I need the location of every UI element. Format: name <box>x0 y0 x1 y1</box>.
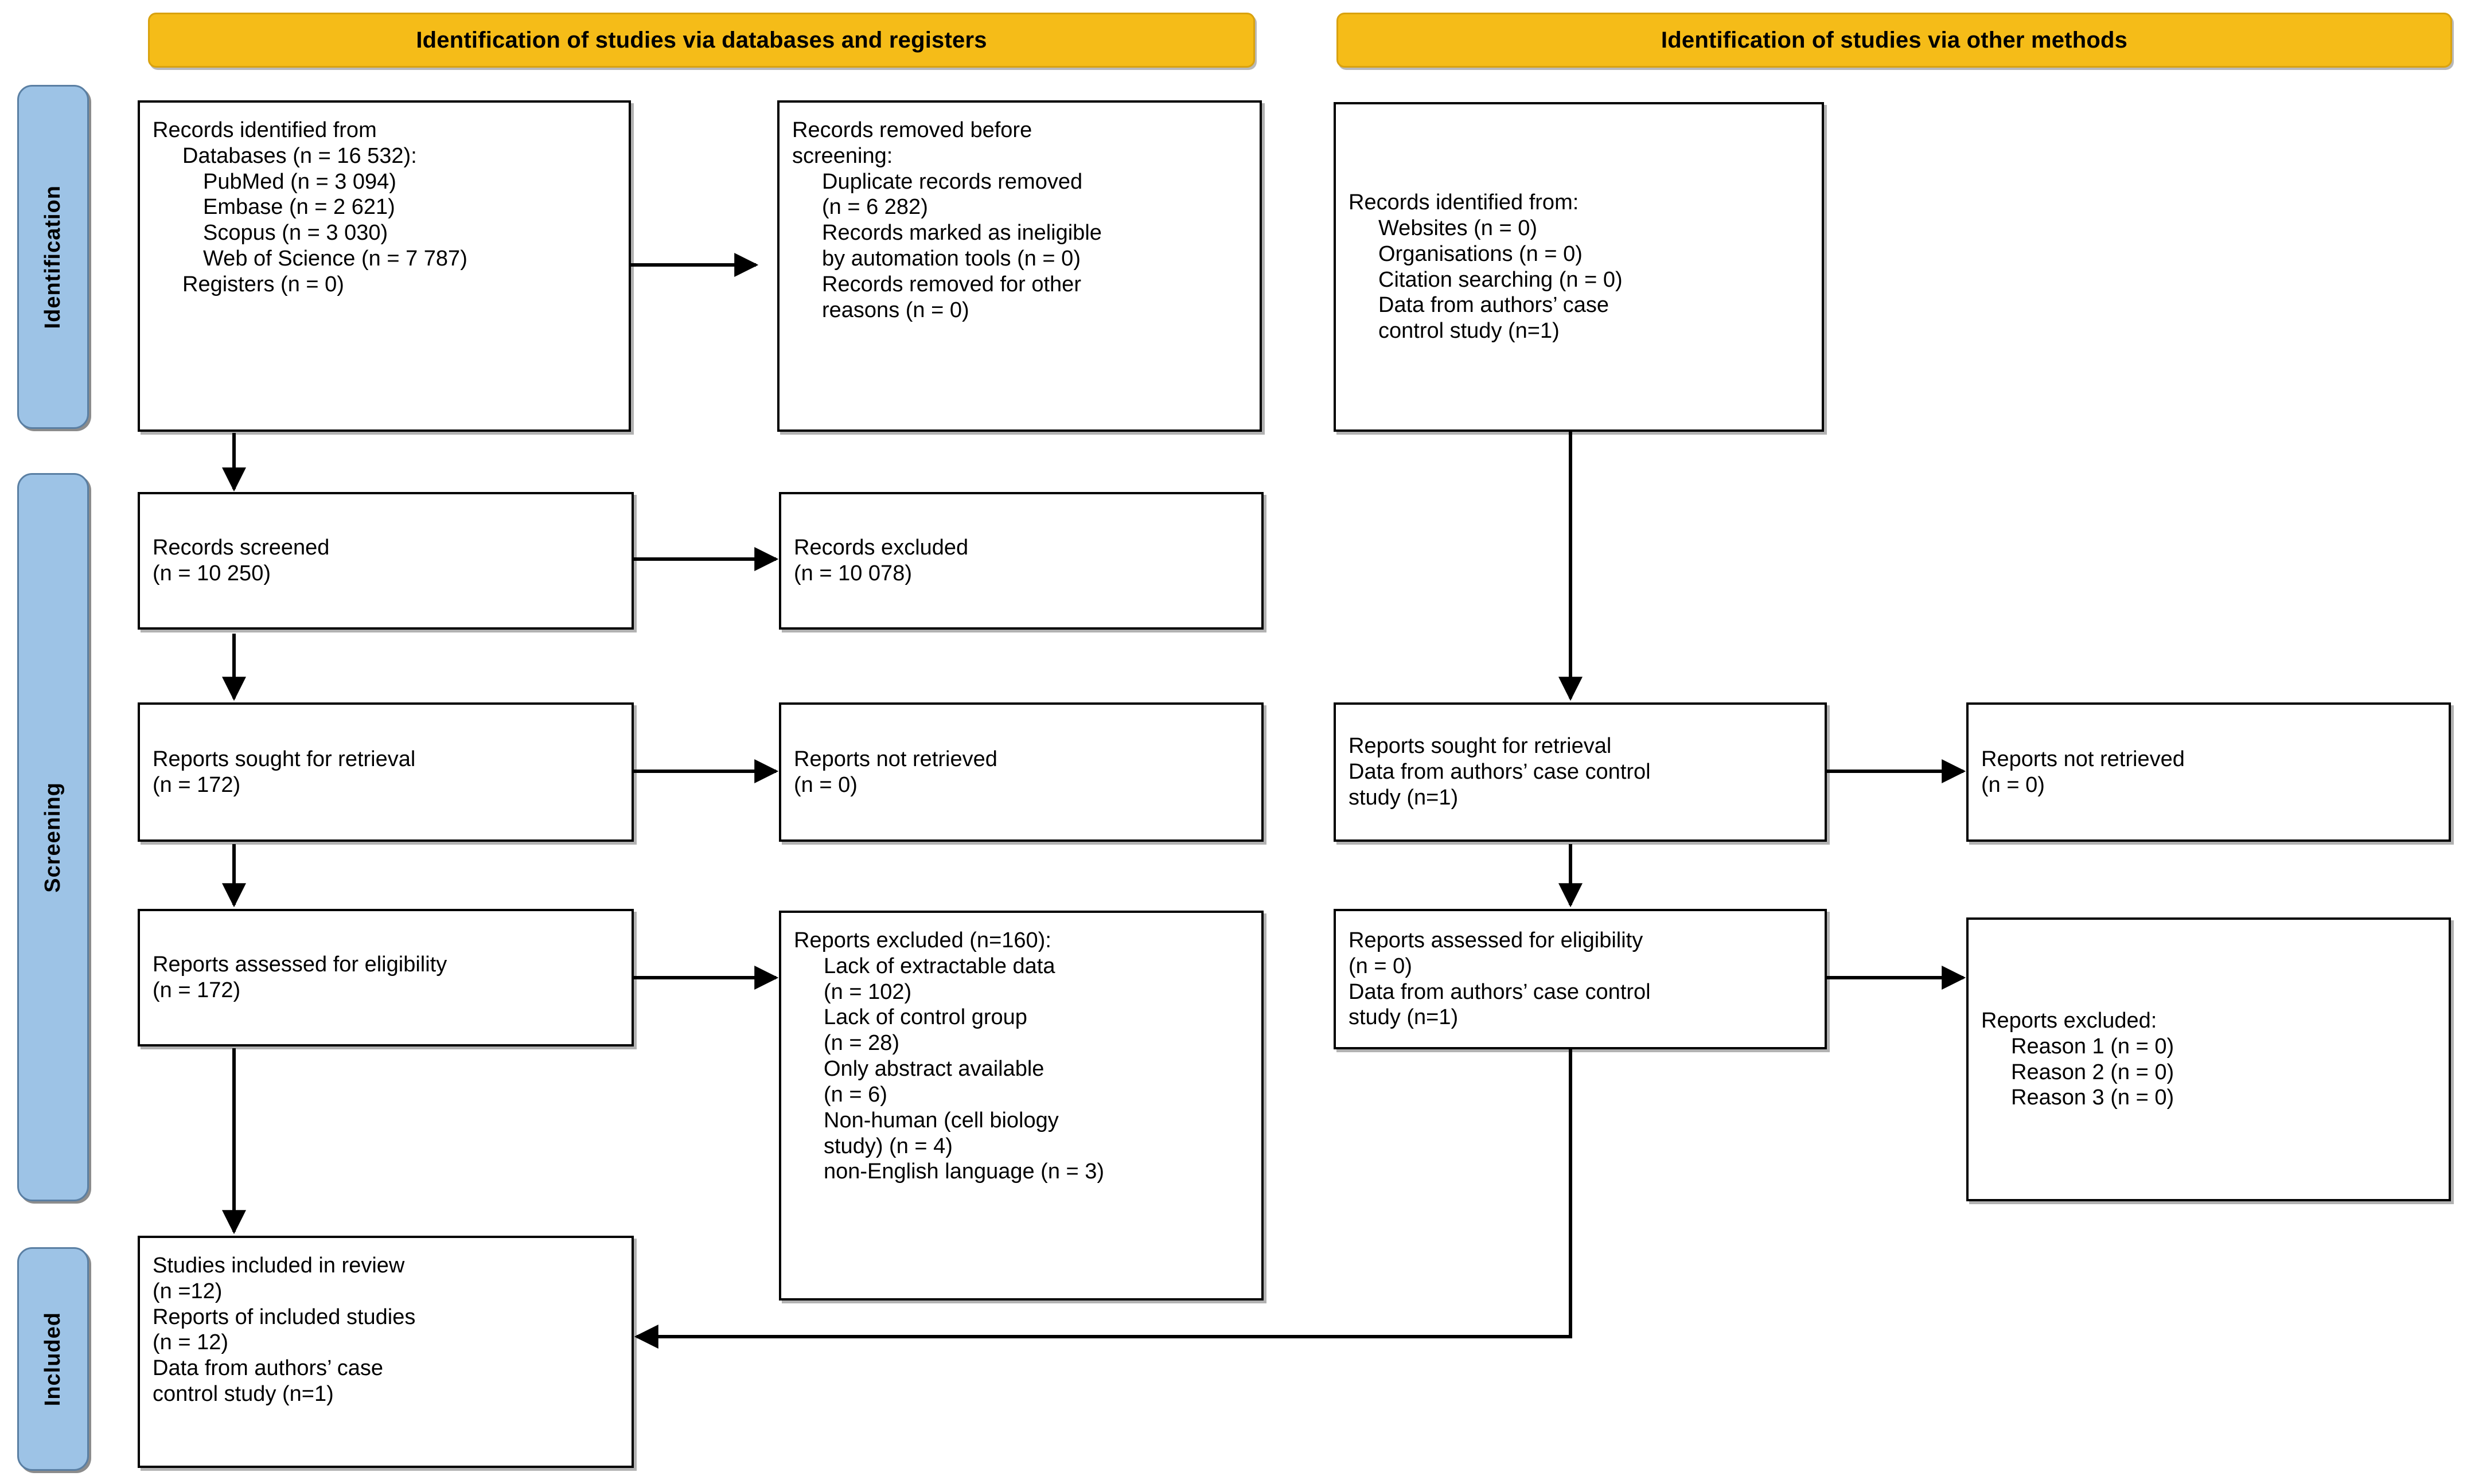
box-line: (n = 172) <box>153 772 241 797</box>
box-line: (n = 10 250) <box>153 561 271 585</box>
box-line: (n = 28) <box>824 1031 900 1056</box>
box-line: Duplicate records removed <box>822 169 1083 194</box>
box-line: Reports excluded (n=160): <box>794 928 1051 952</box>
box-line: (n = 172) <box>153 978 241 1002</box>
box-line: Reason 1 (n = 0) <box>2011 1034 2174 1059</box>
box-line-emphasis: screening <box>792 143 887 168</box>
box-line: Records marked as ineligible <box>822 221 1102 245</box>
box-reports-sought-for-retrieval: Reports sought for retrieval (n = 172) <box>138 702 634 842</box>
box-line: Websites (n = 0) <box>1378 216 1538 240</box>
box-records-identified-other-methods: Records identified from: Websites (n = 0… <box>1334 102 1824 432</box>
box-line: Non-human (cell biology <box>824 1108 1059 1132</box>
box-studies-included-in-review: Studies included in review (n =12) Repor… <box>138 1236 634 1468</box>
box-line: Data from authors’ case control <box>1349 760 1651 784</box>
box-line: Reports excluded: <box>1981 1008 2157 1033</box>
box-line: Web of Science (n = 7 787) <box>203 247 467 271</box>
banner-databases-label: Identification of studies via databases … <box>416 27 987 53</box>
box-line: study) (n = 4) <box>824 1134 953 1158</box>
box-line: Embase (n = 2 621) <box>203 195 395 220</box>
box-line: Lack of control group <box>824 1005 1027 1030</box>
box-line: (n = 0) <box>1981 772 2045 797</box>
box-line: Records screened <box>153 536 330 560</box>
box-line: Registers (n = 0) <box>182 272 344 296</box>
box-line: (n = 6) <box>824 1082 887 1107</box>
box-records-excluded: Records excluded (n = 10 078) <box>779 492 1264 630</box>
box-line: Reports not retrieved <box>1981 747 2185 771</box>
stage-tab-screening-label: Screening <box>41 782 65 893</box>
box-reports-excluded-other-methods: Reports excluded: Reason 1 (n = 0) Reaso… <box>1966 917 2451 1201</box>
box-line: Organisations (n = 0) <box>1378 241 1583 266</box>
box-line: Data from authors’ case <box>153 1356 383 1381</box>
stage-tab-identification-label: Identification <box>41 185 65 329</box>
box-line: (n = 10 078) <box>794 561 912 585</box>
box-line-emphasis: before <box>970 118 1032 142</box>
box-line: Reports sought for retrieval <box>1349 734 1612 759</box>
box-line: Records excluded <box>794 536 969 560</box>
box-line: (n = 102) <box>824 979 912 1004</box>
box-line: (n =12) <box>153 1279 223 1303</box>
box-line: (n = 0) <box>794 772 858 797</box>
box-line: Reason 3 (n = 0) <box>2011 1085 2174 1110</box>
box-line: Reports sought for retrieval <box>153 747 416 771</box>
box-line: (n = 6 282) <box>822 195 928 220</box>
stage-tab-included: Included <box>17 1247 89 1471</box>
box-reports-assessed-other-methods: Reports assessed for eligibility (n = 0)… <box>1334 909 1827 1049</box>
box-records-identified-databases: Records identified from Databases (n = 1… <box>138 100 631 432</box>
box-reports-sought-other-methods: Reports sought for retrieval Data from a… <box>1334 702 1827 842</box>
box-line: Databases (n = 16 532): <box>182 143 417 168</box>
box-line: Only abstract available <box>824 1057 1045 1081</box>
stage-tab-screening: Screening <box>17 473 89 1201</box>
stage-tab-identification: Identification <box>17 85 89 429</box>
box-line: (n = 12) <box>153 1330 229 1355</box>
box-records-removed-before-screening: Records removed before screening: Duplic… <box>777 100 1262 432</box>
box-line: Data from authors’ case control <box>1349 979 1651 1004</box>
box-line: Reports assessed for eligibility <box>153 952 447 977</box>
box-line: (n = 0) <box>1349 954 1412 978</box>
box-line: by automation tools (n = 0) <box>822 247 1081 271</box>
box-line: PubMed (n = 3 094) <box>203 169 396 194</box>
banner-databases: Identification of studies via databases … <box>148 13 1255 68</box>
box-line: non-English language (n = 3) <box>824 1159 1105 1184</box>
box-line: Records identified from: <box>1349 190 1579 215</box>
box-line: Reports of included studies <box>153 1305 416 1329</box>
box-line: study (n=1) <box>1349 785 1459 810</box>
box-line: Records removed for other <box>822 272 1081 296</box>
box-line: Records identified from <box>153 118 377 142</box>
box-line-text: : <box>886 143 893 168</box>
box-line: Reports assessed for eligibility <box>1349 928 1643 952</box>
box-reports-excluded-databases: Reports excluded (n=160): Lack of extrac… <box>779 911 1264 1301</box>
box-line: Scopus (n = 3 030) <box>203 221 388 245</box>
box-reports-assessed-for-eligibility: Reports assessed for eligibility (n = 17… <box>138 909 634 1046</box>
stage-tab-included-label: Included <box>41 1311 65 1407</box>
box-reports-not-retrieved: Reports not retrieved (n = 0) <box>779 702 1264 842</box>
banner-other-methods: Identification of studies via other meth… <box>1336 13 2452 68</box>
banner-other-methods-label: Identification of studies via other meth… <box>1661 27 2128 53</box>
box-line: Records removed before <box>792 118 1247 143</box>
box-line: Lack of extractable data <box>824 954 1055 978</box>
box-line: control study (n=1) <box>153 1382 334 1407</box>
box-line: screening: <box>792 143 1247 169</box>
box-line: Data from authors’ case <box>1378 293 1609 318</box>
box-line: Studies included in review <box>153 1253 405 1278</box>
box-line: reasons (n = 0) <box>822 298 969 322</box>
box-line: Reason 2 (n = 0) <box>2011 1060 2174 1084</box>
box-line: Citation searching (n = 0) <box>1378 267 1623 292</box>
box-line: study (n=1) <box>1349 1005 1459 1030</box>
box-reports-not-retrieved-other-methods: Reports not retrieved (n = 0) <box>1966 702 2451 842</box>
box-records-screened: Records screened (n = 10 250) <box>138 492 634 630</box>
box-line: control study (n=1) <box>1378 319 1560 343</box>
box-line-text: Records removed <box>792 118 971 142</box>
box-line: Reports not retrieved <box>794 747 997 771</box>
